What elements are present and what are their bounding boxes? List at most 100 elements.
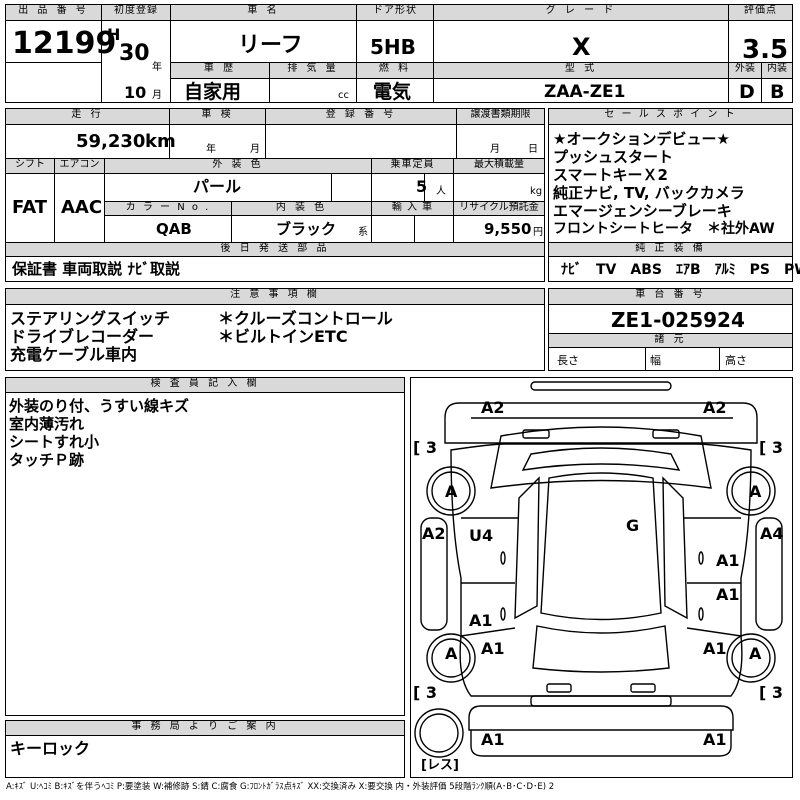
inspector-block: 検 査 員 記 入 欄 外装のり付、うすい線キズ 室内薄汚れ シートすれ小 タッ… (5, 377, 405, 716)
sales-point: ★オークションデビュー★ (553, 130, 730, 148)
tire-count-fr: [ 3 (759, 438, 784, 457)
mark-tire-fl: A (445, 482, 458, 501)
int-color-suffix: 系 (358, 227, 368, 238)
office-block: 事 務 局 よ り ご 案 内 キーロック (5, 720, 405, 778)
history: 自家用 (184, 81, 242, 103)
fuel-label: 燃 料 (357, 63, 433, 78)
damage-diagram: A2 A2 [ 3 [ 3 A A A2 A4 U4 G A1 A1 A1 A1… (410, 377, 793, 778)
exterior-label: 外装 (729, 63, 761, 78)
sales-point: スマートキーＸ2 (553, 166, 668, 184)
note-item: ＊ビルトインETC (218, 327, 348, 346)
recycle-fee: 9,550 (484, 220, 532, 238)
chassis-label: 車 台 番 号 (549, 289, 792, 305)
ac: AAC (61, 197, 103, 218)
mark-right-door-1: A1 (716, 551, 740, 570)
interior-score: B (770, 81, 785, 103)
era: H (107, 25, 121, 44)
displacement-label: 排 気 量 (270, 63, 356, 78)
vehicle-info-block: 走 行 車 検 登 録 番 号 譲渡書類期限 59,230 km 年 月 月 日… (5, 108, 545, 282)
year-unit: 年 (152, 62, 162, 73)
fuel: 電気 (373, 81, 412, 103)
month-unit: 月 (152, 90, 162, 101)
mark-left-rear-1: A1 (469, 611, 493, 630)
registration-label: 登 録 番 号 (266, 109, 456, 125)
mileage: 59,230 (76, 131, 146, 152)
door-label: ドア形状 (357, 5, 433, 21)
body-color: パール (193, 177, 242, 196)
sales-point: 純正ナビ, TV, バックカメラ (553, 184, 745, 202)
grade: X (572, 33, 591, 61)
note-item: ドライブレコーダー (10, 327, 155, 346)
score: 3.5 (742, 35, 789, 65)
mark-glass: G (626, 516, 640, 535)
mark-rear-left: A1 (481, 730, 505, 749)
notes-label: 注 意 事 項 欄 (6, 289, 544, 305)
mark-tire-rr: A (749, 644, 762, 663)
transfer-day-unit: 日 (528, 144, 538, 155)
transfer-month-unit: 月 (490, 144, 500, 155)
sales-point: エマージェンシーブレーキ (553, 202, 732, 220)
color-label: 外 装 色 (105, 159, 371, 174)
height-label: 高さ (725, 354, 747, 367)
office-text: キーロック (10, 739, 91, 758)
recycle-label: リサイクル預託金 (454, 202, 544, 216)
sales-points-block: セ ー ル ス ポ イ ン ト ★オークションデビュー★ プッシュスタート スマ… (548, 108, 800, 282)
inspection-label: 車 検 (170, 109, 265, 125)
chassis-number: ZE1-025924 (611, 308, 745, 332)
car-outline (414, 381, 783, 758)
notes-block: 注 意 事 項 欄 ステアリングスイッチ ドライブレコーダー 充電ケーブル車内 … (5, 288, 545, 371)
import-label: 輸 入 車 (372, 202, 453, 216)
lot-no-label: 出 品 番 号 (6, 5, 101, 21)
equipment-list: ﾅﾋﾞ TV ABS ｴｱB ｱﾙﾐ PS PW (561, 262, 800, 278)
lot-no: 12199 (12, 26, 117, 61)
reg-year: 30 (119, 41, 150, 66)
inspector-line: タッチＰ跡 (9, 451, 85, 469)
car-name-label: 車 名 (171, 5, 356, 21)
inspector-line: 室内薄汚れ (9, 415, 85, 433)
interior-label: 内装 (762, 63, 792, 78)
chassis-block: 車 台 番 号 ZE1-025924 諸 元 長さ 幅 高さ (548, 288, 793, 371)
dims-label: 諸 元 (549, 334, 792, 348)
tire-count-rr: [ 3 (759, 683, 784, 702)
car-name: リーフ (238, 33, 303, 58)
note-item: ステアリングスイッチ (10, 309, 171, 328)
model: ZAA-ZE1 (544, 82, 626, 102)
mark-tire-fr: A (749, 482, 762, 501)
width-label: 幅 (650, 354, 661, 367)
recycle-unit: 円 (533, 227, 543, 238)
sales-point: プッシュスタート (553, 148, 674, 166)
mileage-label: 走 行 (6, 109, 169, 125)
notes-left-list: ステアリングスイッチ ドライブレコーダー 充電ケーブル車内 (10, 310, 170, 364)
equipment-label: 純 正 装 備 (549, 243, 792, 257)
exterior-score: D (739, 81, 755, 103)
sales-points-list: ★オークションデビュー★ プッシュスタート スマートキーＸ2 純正ナビ, TV,… (553, 130, 775, 238)
tire-count-rl: [ 3 (413, 683, 438, 702)
capacity-label: 乗車定員 (372, 159, 453, 174)
capacity: 5 (416, 177, 428, 196)
color-no: QAB (156, 220, 192, 238)
int-color: ブラック (276, 220, 337, 238)
reg-month: 10 (124, 83, 147, 102)
color-no-label: カ ラ ー N o . (105, 202, 231, 216)
first-reg-label: 初度登録 (102, 5, 170, 21)
notes-right-list: ＊クルーズコントロール ＊ビルトインETC (218, 310, 393, 346)
shift-label: シフト (6, 159, 54, 174)
note-item: 充電ケーブル車内 (10, 345, 138, 364)
mark-right-rear: A1 (703, 639, 727, 658)
legend: A:ｷｽﾞ U:ﾍｺﾐ B:ｷｽﾞを伴うﾍｺﾐ P:要塗装 W:補修跡 S:錆 … (6, 782, 555, 792)
mark-side-right: A4 (760, 524, 784, 543)
tire-count-fl: [ 3 (413, 438, 438, 457)
inspection-year-unit: 年 (206, 144, 216, 155)
spare-tire-mark: [レス] (421, 758, 459, 773)
inspection-month-unit: 月 (250, 144, 260, 155)
door-type: 5HB (370, 35, 416, 59)
mark-rear-right: A1 (703, 730, 727, 749)
mileage-unit: km (145, 131, 176, 152)
inspector-line: 外装のり付、うすい線キズ (9, 397, 190, 415)
ac-label: エアコン (55, 159, 104, 174)
later-parts: 保証書 車両取説 ﾅﾋﾞ取説 (12, 260, 180, 278)
mark-u4: U4 (469, 526, 494, 545)
inspector-label: 検 査 員 記 入 欄 (6, 378, 404, 393)
sales-point: フロントシートヒータ ＊社外AW (553, 221, 775, 237)
inspector-notes: 外装のり付、うすい線キズ 室内薄汚れ シートすれ小 タッチＰ跡 (9, 397, 189, 469)
